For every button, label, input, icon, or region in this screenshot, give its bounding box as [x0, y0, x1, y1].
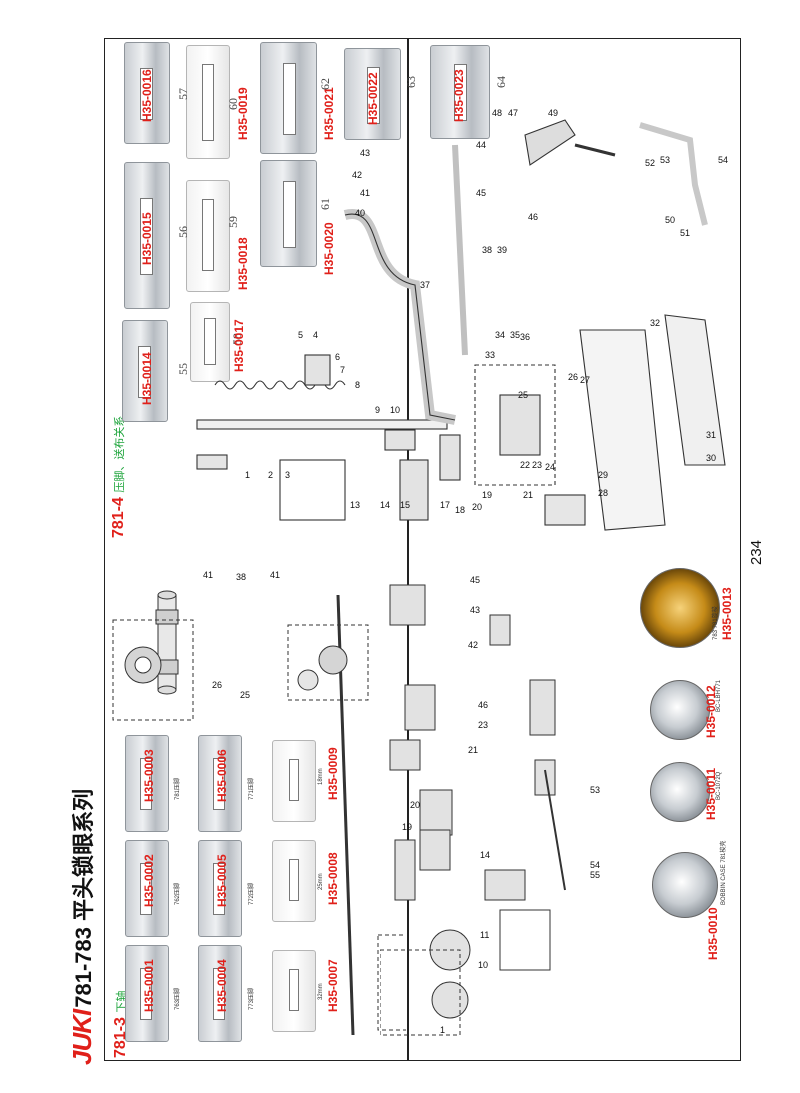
needle-plate-image [344, 48, 401, 140]
hook-assembly-diagram [380, 584, 566, 1036]
needle-plate-image [124, 42, 170, 144]
brand-logo: JUKI [67, 1009, 97, 1065]
part-number-label: H35-0014 [140, 352, 154, 405]
needle-plate-image [124, 162, 170, 309]
needle-plate-image [260, 160, 317, 267]
right-section-code: 781-4 [110, 497, 127, 538]
needle-plate-image [122, 320, 168, 422]
presser-foot-image [198, 735, 242, 832]
presser-foot-image [125, 945, 169, 1042]
right-section-label: 781-4 压脚、送布关系 [110, 416, 128, 538]
part-number-label: H35-0013 [720, 587, 734, 640]
presser-foot-image [125, 840, 169, 937]
part-note: 783 781旋梭 [713, 606, 719, 640]
presser-foot-image [272, 950, 316, 1032]
needle-plate-image [186, 45, 230, 159]
presser-foot-image [198, 945, 242, 1042]
needle-plate-image [186, 180, 230, 292]
part-note: BC-LBH771 [716, 679, 722, 712]
right-section-name: 压脚、送布关系 [114, 415, 126, 493]
presser-foot-image [125, 735, 169, 832]
presser-foot-image [198, 840, 242, 937]
presser-foot-image [272, 840, 316, 922]
page-header: JUKI781-783 平头锁眼系列 [66, 789, 98, 1065]
part-number-label: H35-0015 [140, 212, 154, 265]
item-number: 57 [176, 88, 190, 100]
page-number: 234 [748, 539, 765, 565]
page-title: 781-783 平头锁眼系列 [71, 788, 96, 1008]
rotary-hook-image [640, 568, 720, 648]
item-number: 64 [494, 76, 508, 88]
needle-plate-image [260, 42, 317, 154]
part-number-label: H35-0010 [706, 907, 720, 960]
item-number: 63 [404, 76, 418, 88]
needle-plate-image [430, 45, 490, 139]
lower-shaft-exploded-diagram [112, 584, 406, 1036]
part-note: BOBBIN CASE 781梭壳 [721, 840, 727, 905]
needle-plate-image [190, 302, 230, 382]
presser-feed-exploded-diagram [196, 119, 726, 531]
section-divider [407, 38, 409, 1061]
bobbin-case-image [650, 680, 710, 740]
bobbin-case-image [650, 762, 710, 822]
page-frame [104, 38, 741, 1061]
part-note: BC-1072Q [716, 771, 722, 800]
presser-foot-image [272, 740, 316, 822]
part-number-label: H35-0016 [140, 69, 154, 122]
bobbin-case-image [652, 852, 718, 918]
item-number: 62 [318, 78, 332, 90]
